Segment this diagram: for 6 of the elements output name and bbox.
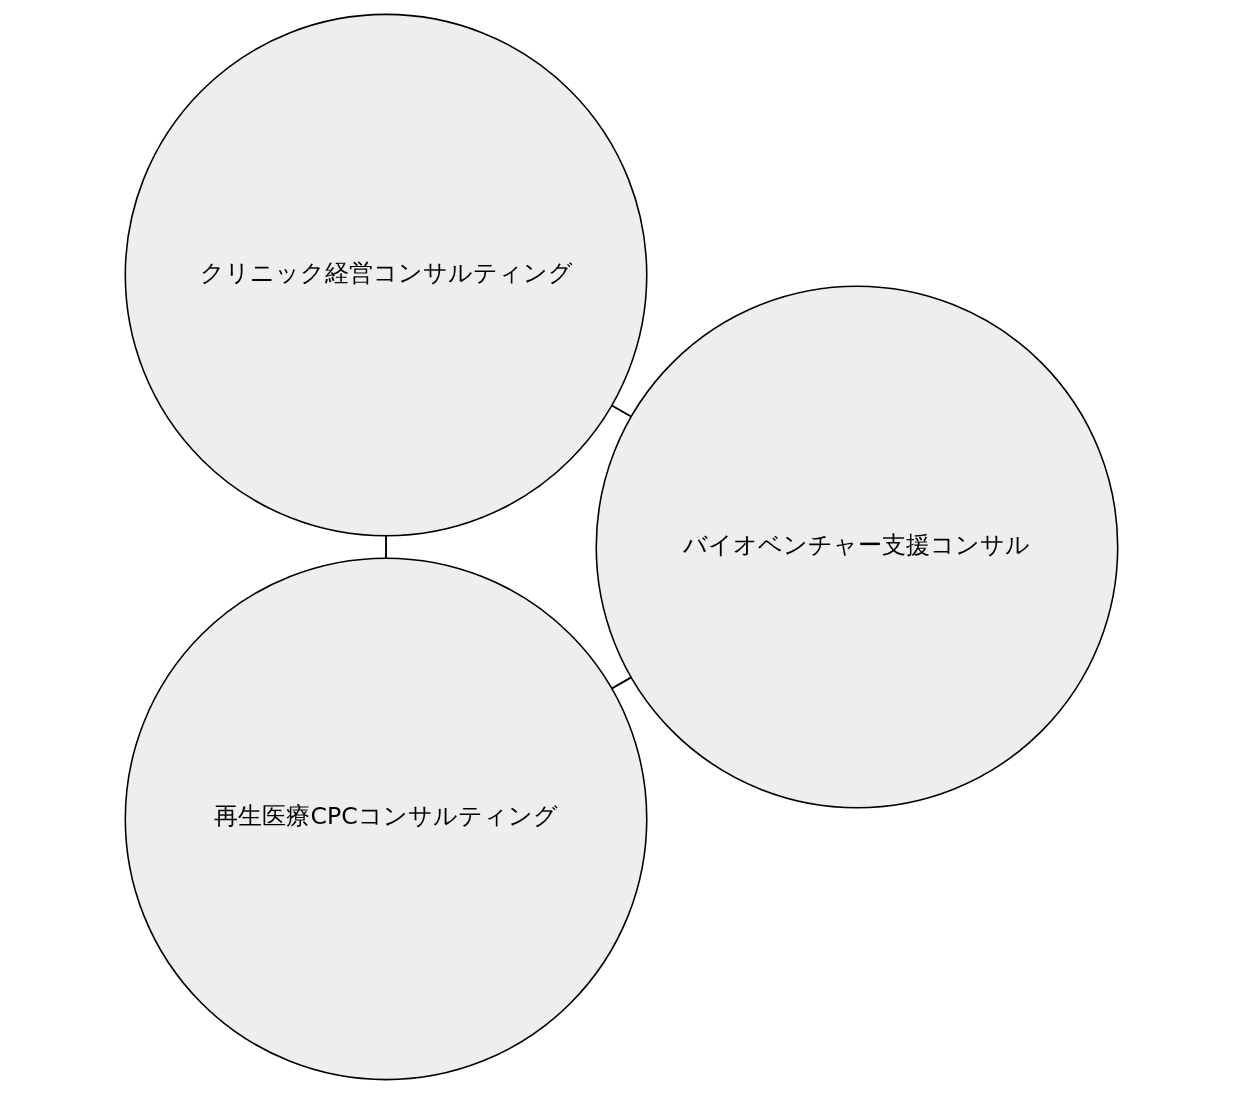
node-circle: バイオベンチャー支援コンサル bbox=[594, 285, 1118, 809]
connector bbox=[384, 535, 387, 560]
node-circle: クリニック経営コンサルティング bbox=[124, 13, 648, 537]
node-circle: 再生医療CPCコンサルティング bbox=[124, 557, 648, 1081]
connector bbox=[610, 676, 632, 690]
connector bbox=[610, 404, 632, 418]
